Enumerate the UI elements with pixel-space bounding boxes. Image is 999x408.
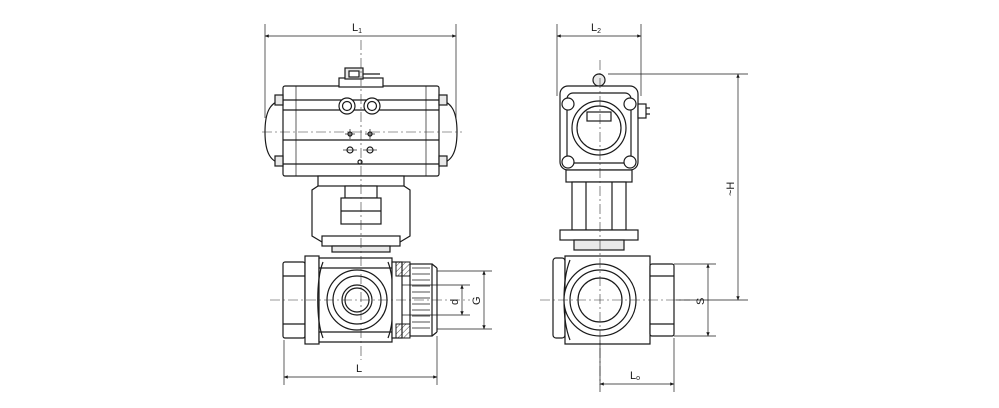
side-view: [540, 60, 690, 385]
dimension-lines: [264, 24, 748, 392]
label-l1: L1: [352, 22, 362, 35]
label-s: S: [695, 298, 707, 305]
side-bracket: [559, 169, 639, 251]
front-view: [262, 40, 470, 360]
label-g: G: [471, 296, 483, 305]
label-h: ~H: [725, 182, 737, 196]
front-valve-body: [282, 255, 438, 345]
label-d: d: [449, 299, 461, 305]
side-actuator: [559, 73, 650, 171]
dimension-labels: L1 L2 ~H L d G S Lo: [352, 22, 737, 382]
label-l: L: [356, 363, 362, 375]
label-lo: Lo: [630, 370, 640, 382]
label-l2: L2: [591, 22, 601, 35]
